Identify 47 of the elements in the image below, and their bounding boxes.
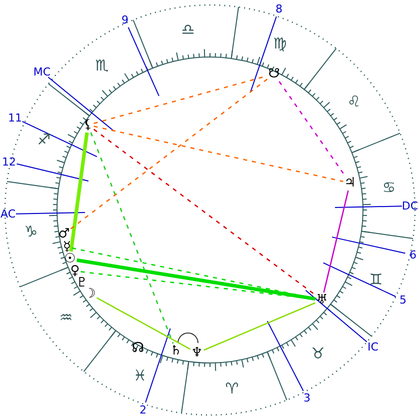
house-cusp-label: 11 (8, 112, 22, 124)
planet-glyph: ⚸ (83, 118, 93, 132)
house-cusp-label: 6 (410, 250, 416, 260)
zodiac-sign: ♊ (369, 272, 383, 288)
zodiac-sign: ♐ (37, 132, 51, 148)
aspect-line (323, 190, 349, 293)
zodiac-sign: ♉ (311, 346, 325, 362)
zodiac-sign: ♏ (95, 58, 109, 74)
planet-glyph: ♄ (170, 344, 182, 358)
house-cusp-label: 3 (304, 392, 310, 404)
house-cusp-label: 8 (276, 4, 282, 14)
zodiac-sign: ♍ (273, 36, 287, 52)
zodiac-sign: ♈ (225, 382, 239, 396)
aspect-line (94, 126, 344, 182)
zodiac-sign: ♌ (347, 94, 361, 110)
planet-glyph: ♃ (344, 176, 356, 190)
aspect-line (80, 271, 316, 300)
planet-glyph: ☿ (63, 240, 71, 254)
aspect-line (93, 128, 316, 296)
house-cusp-label: 5 (400, 294, 406, 306)
house-cusp-label: AC (0, 208, 16, 220)
aspect-line (90, 132, 174, 344)
house-cusp-label: 12 (2, 156, 16, 168)
house-cusp-label: MC (33, 66, 51, 78)
house-cusp-label: DC (402, 200, 418, 212)
planet-glyph: ♀ (70, 264, 80, 278)
planet-glyph: ☋ (268, 68, 280, 80)
house-cusp-label: 9 (122, 14, 128, 26)
planet-glyph: ☉ (64, 252, 76, 266)
house-cusp-label: IC (368, 342, 378, 352)
aspect-line (76, 258, 316, 301)
planet-glyph: ♆ (191, 346, 203, 360)
zodiac-sign: ♒ (59, 310, 73, 326)
aspect-line (96, 297, 191, 350)
planet-glyph: ♅ (316, 294, 328, 306)
zodiac-sign: ♋ (382, 180, 396, 196)
aspect-line (70, 78, 268, 230)
aspect-line (278, 81, 346, 176)
planet-glyph: ♂ (58, 228, 70, 240)
aspect-line (204, 302, 316, 351)
planet-glyph: ☽ (84, 288, 96, 300)
aspect-line (69, 132, 89, 252)
zodiac-sign: ♑ (24, 224, 38, 240)
zodiac-sign: ♎ (181, 22, 195, 38)
house-cusp-label: 2 (140, 404, 146, 416)
zodiac-sign: ♓ (133, 368, 147, 384)
planet-glyph: ♇ (76, 276, 88, 290)
